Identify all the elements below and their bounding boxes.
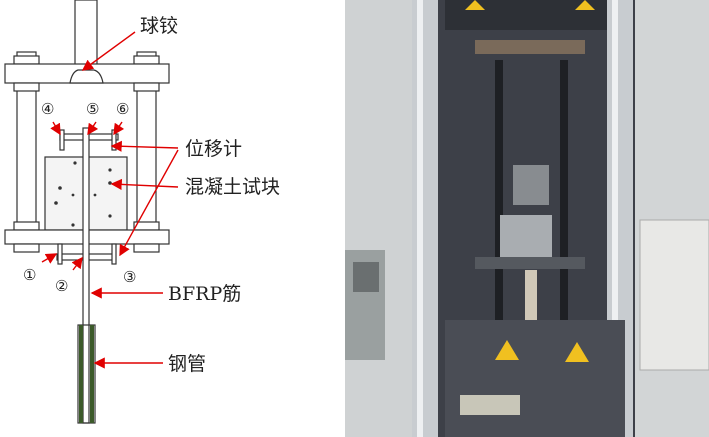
loading-rod <box>74 0 98 71</box>
gauge-number-4: ④ <box>41 100 54 118</box>
label-ball-joint: 球铰 <box>140 15 178 37</box>
label-steel-tube: 钢管 <box>168 353 206 375</box>
gauge-number-2: ② <box>55 277 68 295</box>
ball-joint <box>69 69 104 84</box>
bfrp-bar <box>82 127 90 424</box>
gauge-number-5: ⑤ <box>86 100 99 118</box>
left-column <box>412 0 438 437</box>
gauge-number-6: ⑥ <box>116 100 129 118</box>
gauge-number-3: ③ <box>123 268 136 286</box>
label-bfrp-bar: BFRP筋 <box>168 283 241 305</box>
steel-tube <box>77 324 96 424</box>
label-concrete-specimen: 混凝土试块 <box>185 176 280 198</box>
label-displacement-gauge: 位移计 <box>185 138 242 160</box>
test-setup-photo <box>345 0 709 437</box>
gauge-number-1: ① <box>23 266 36 284</box>
test-setup-schematic: 球铰 位移计 混凝土试块 BFRP筋 钢管 ① ② ③ ④ ⑤ ⑥ <box>4 0 280 424</box>
